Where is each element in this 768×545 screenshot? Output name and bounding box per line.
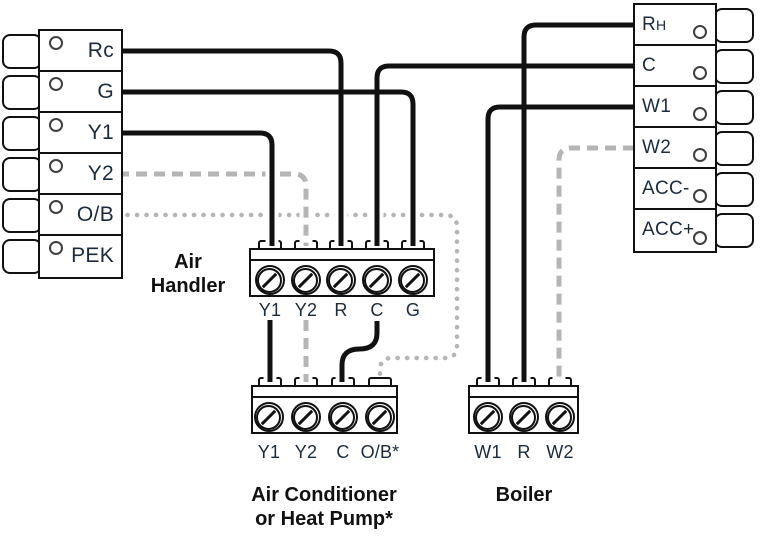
strip-top-bar <box>251 250 433 261</box>
terminal-hole-icon <box>49 241 63 255</box>
wire-ob-to-ac-ob <box>115 212 460 384</box>
terminal-hole-icon <box>49 200 63 214</box>
wire-rh-to-boiler-r <box>521 22 634 382</box>
terminal-label: G <box>97 79 114 103</box>
ac-heat-pump-terminal-strip <box>251 385 398 434</box>
terminal-row-y2: Y2 <box>40 154 121 195</box>
terminal-row-rh: RH <box>635 5 715 46</box>
terminal-label: O/B <box>76 202 114 226</box>
terminal-label: Rc <box>87 38 114 62</box>
screw-icon <box>361 265 392 295</box>
terminal-label: ACC- <box>642 177 690 199</box>
screw-icon <box>544 402 575 432</box>
thermostat-right-terminal-block: RH C W1 W2 ACC- ACC+ <box>633 3 717 253</box>
wire-connector-tab <box>2 198 42 233</box>
wire-connector-tab <box>2 75 42 110</box>
wire-casing <box>517 18 634 382</box>
terminal-row-c: C <box>635 46 715 87</box>
wire-y2-to-air-handler-y2 <box>118 171 309 246</box>
wire-connector-tab <box>2 34 42 69</box>
screw-icon <box>254 265 285 295</box>
terminal-hole-icon <box>693 189 707 203</box>
terminal-row-y1: Y1 <box>40 113 121 154</box>
air-handler-terminal-label: R <box>334 300 348 320</box>
wire-casing <box>552 141 634 382</box>
terminal-label: PEK <box>71 244 114 267</box>
wire-c-to-air-handler-c <box>374 63 634 246</box>
terminal-row-acc-minus: ACC- <box>635 169 715 210</box>
terminal-label: Y2 <box>87 161 114 185</box>
boiler-caption: Boiler <box>495 484 553 506</box>
ac-caption: Air Conditioner or Heat Pump* <box>251 484 397 530</box>
terminal-hole-icon <box>49 77 63 91</box>
wire-w1-to-boiler-w1 <box>485 104 634 382</box>
air-handler-terminal-label: C <box>370 300 384 320</box>
terminal-hole-icon <box>49 36 63 50</box>
terminal-label: RH <box>642 13 667 35</box>
wire-connector-tab <box>2 116 42 151</box>
terminal-row-rc: Rc <box>40 31 121 72</box>
wire-air-handler-c-to-ac-c <box>339 321 380 382</box>
boiler-terminal-label: R <box>517 442 531 462</box>
screw-icon <box>327 402 358 432</box>
screw-icon <box>325 265 356 295</box>
air-handler-terminal-label: Y2 <box>294 300 318 320</box>
terminal-row-w2: W2 <box>635 128 715 169</box>
terminal-hole-icon <box>693 231 707 245</box>
wire-connector-tab <box>714 131 754 166</box>
ac-terminal-label: C <box>336 442 350 462</box>
strip-top-bar <box>253 387 396 398</box>
terminal-hole-icon <box>693 66 707 80</box>
thermostat-left-terminal-block: Rc G Y1 Y2 O/B PEK <box>38 29 123 279</box>
wire-w2-to-boiler-w2 <box>556 145 634 382</box>
terminal-hole-icon <box>693 107 707 121</box>
air-handler-caption: Air Handler <box>150 251 226 297</box>
wire-y1-to-air-handler-y1 <box>118 130 275 246</box>
wire-casing <box>118 126 279 246</box>
screw-icon <box>472 402 503 432</box>
screw-icon <box>290 402 321 432</box>
boiler-terminal-label: W2 <box>546 442 574 462</box>
screw-icon <box>253 402 284 432</box>
terminal-row-w1: W1 <box>635 87 715 128</box>
wire-rc-to-air-handler-r <box>118 48 344 246</box>
boiler-terminal-strip <box>468 385 579 434</box>
terminal-label: ACC+ <box>642 219 695 240</box>
terminal-row-pek: PEK <box>40 236 121 276</box>
terminal-row-g: G <box>40 72 121 113</box>
ac-terminal-label: O/B* <box>360 442 400 462</box>
terminal-label: W1 <box>642 95 672 117</box>
screw-icon <box>290 265 321 295</box>
terminal-hole-icon <box>49 159 63 173</box>
terminal-hole-icon <box>693 148 707 162</box>
wire-g-to-air-handler-g <box>118 89 416 246</box>
terminal-label: C <box>642 54 657 76</box>
strip-top-bar <box>470 387 577 398</box>
terminal-label: W2 <box>642 136 672 158</box>
terminal-hole-icon <box>693 25 707 39</box>
air-handler-terminal-strip <box>249 248 435 297</box>
terminal-label: Y1 <box>87 120 114 144</box>
terminal-hole-icon <box>49 118 63 132</box>
ac-terminal-label: Y1 <box>257 442 281 462</box>
wire-connector-tab <box>714 49 754 84</box>
air-handler-terminal-label: Y1 <box>258 300 282 320</box>
screw-icon <box>397 265 428 295</box>
terminal-row-acc-plus: ACC+ <box>635 210 715 250</box>
ac-terminal-label: Y2 <box>294 442 318 462</box>
terminal-row-ob: O/B <box>40 195 121 236</box>
air-handler-terminal-label: G <box>405 300 421 320</box>
boiler-terminal-label: W1 <box>474 442 502 462</box>
screw-icon <box>364 402 395 432</box>
screw-icon <box>508 402 539 432</box>
